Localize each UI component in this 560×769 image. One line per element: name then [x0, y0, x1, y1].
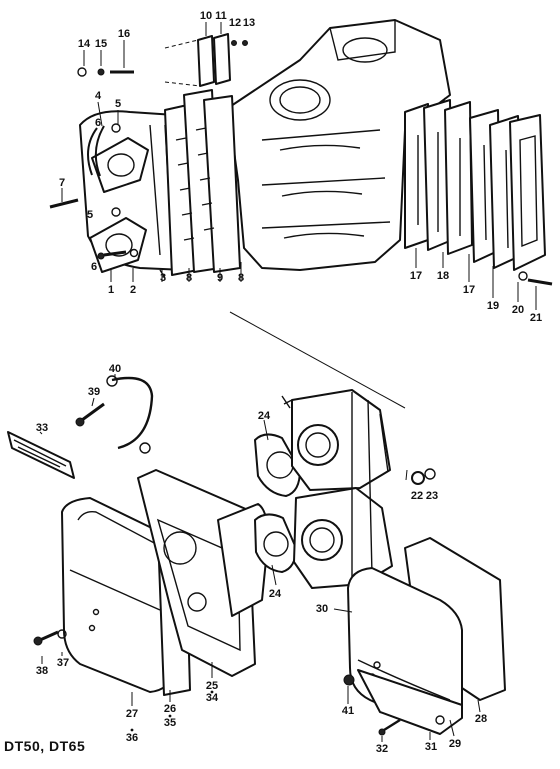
callout-19: 19: [487, 300, 499, 312]
leader-line-divider: [229, 311, 406, 409]
callout-18: 18: [437, 270, 449, 282]
nut: [411, 471, 425, 485]
callout-17b: 17: [463, 284, 475, 296]
side-covers: [404, 99, 546, 271]
callout-28: 28: [475, 713, 487, 725]
callout-numbers: 1 2 3 4 5 5 6 6 7 8 8 9 10 11 12 13 14 1…: [36, 10, 542, 755]
callout-21: 21: [530, 312, 542, 324]
callout-25: 25: [206, 680, 218, 692]
washer: [424, 468, 436, 480]
callout-24b: 24: [269, 588, 282, 600]
screw: [39, 630, 59, 642]
callout-11: 11: [215, 10, 227, 22]
callout-16: 16: [118, 28, 130, 40]
lower-leader-lines: [39, 374, 481, 742]
callout-27: 27: [126, 708, 138, 720]
callout-2: 2: [130, 284, 136, 296]
callout-5a: 5: [115, 98, 121, 110]
float-chamber-cover: [343, 537, 506, 736]
callout-14: 14: [78, 38, 91, 50]
callout-35: 35: [164, 717, 176, 729]
screw-head: [33, 636, 43, 646]
callout-9: 9: [217, 272, 223, 284]
callout-38: 38: [36, 665, 48, 677]
breather-hose: [87, 125, 105, 177]
callout-32: 32: [376, 743, 388, 755]
reed-valve-gaskets: [164, 89, 241, 276]
callout-13: 13: [243, 17, 255, 29]
callout-3: 3: [160, 272, 166, 284]
callout-10: 10: [200, 10, 212, 22]
callout-7: 7: [59, 177, 65, 189]
callout-34: 34: [206, 692, 219, 704]
clamp: [75, 375, 154, 454]
carburetor-gaskets: [254, 433, 301, 573]
callout-5b: 5: [87, 209, 93, 221]
callout-29: 29: [449, 738, 461, 750]
callout-6b: 6: [91, 261, 97, 273]
callout-8b: 8: [238, 272, 244, 284]
callout-4: 4: [95, 90, 102, 102]
callout-24a: 24: [258, 410, 271, 422]
callout-15: 15: [95, 38, 107, 50]
callout-36: 36: [126, 732, 138, 744]
callout-30: 30: [316, 603, 328, 615]
washer: [57, 629, 67, 639]
callout-20: 20: [512, 304, 524, 316]
callout-12: 12: [229, 17, 241, 29]
callout-23: 23: [426, 490, 438, 502]
callout-37: 37: [57, 657, 69, 669]
intake-manifold: [79, 110, 186, 273]
upper-leader-lines: [61, 22, 537, 310]
silencer-label-plate: [7, 431, 75, 479]
callout-39: 39: [88, 386, 100, 398]
callout-17a: 17: [410, 270, 422, 282]
upper-fasteners: [49, 40, 553, 286]
reed-stoppers: [164, 33, 231, 87]
callout-22: 22: [411, 490, 423, 502]
callout-40: 40: [109, 363, 121, 375]
callout-6a: 6: [95, 117, 101, 129]
carburetors: [281, 389, 393, 589]
callout-33: 33: [36, 422, 48, 434]
callout-8a: 8: [186, 272, 192, 284]
callout-26: 26: [164, 703, 176, 715]
model-label: DT50, DT65: [4, 738, 86, 754]
callout-1: 1: [108, 284, 114, 296]
callout-41: 41: [342, 705, 354, 717]
callout-31: 31: [425, 741, 437, 753]
